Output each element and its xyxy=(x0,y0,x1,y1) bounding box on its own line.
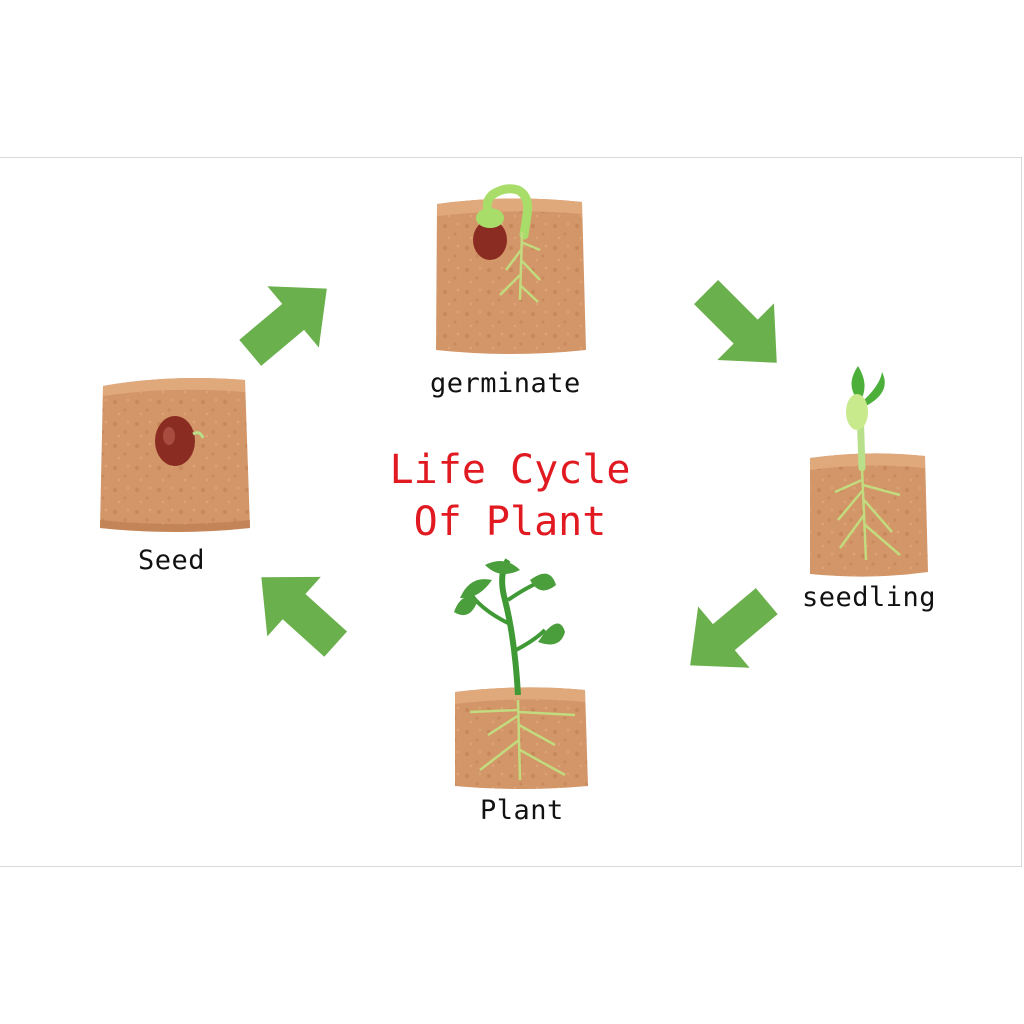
leaf xyxy=(485,561,520,574)
stage-label-seedling: seedling xyxy=(802,582,937,613)
arrow-icon xyxy=(234,547,363,674)
title-line-1: Life Cycle xyxy=(389,447,631,493)
seed-block xyxy=(100,378,250,532)
arrow-plant-to-seed xyxy=(234,547,363,674)
arrow-icon xyxy=(677,263,806,392)
arrow-icon xyxy=(224,257,353,384)
arrow-seedling-to-plant xyxy=(664,570,793,697)
leaf xyxy=(454,596,478,616)
arrow-seed-to-germinate xyxy=(224,257,353,384)
seedling-block xyxy=(810,366,928,577)
leaf xyxy=(864,372,885,406)
stage-label-germinate: germinate xyxy=(430,368,581,399)
title-line-2: Of Plant xyxy=(413,499,607,545)
bean-seed xyxy=(155,416,195,466)
arrow-icon xyxy=(664,570,793,697)
diagram-title: Life Cycle Of Plant xyxy=(350,444,670,548)
plant-block xyxy=(454,558,588,789)
stage-label-plant: Plant xyxy=(480,795,564,826)
germinate-block xyxy=(436,184,586,354)
leaf xyxy=(851,366,865,402)
stage-label-seed: Seed xyxy=(138,545,206,576)
arrow-germinate-to-seedling xyxy=(677,263,806,392)
bean-seed xyxy=(473,220,507,260)
leaf xyxy=(538,623,565,645)
leaf xyxy=(530,573,556,591)
leaf xyxy=(460,579,492,599)
